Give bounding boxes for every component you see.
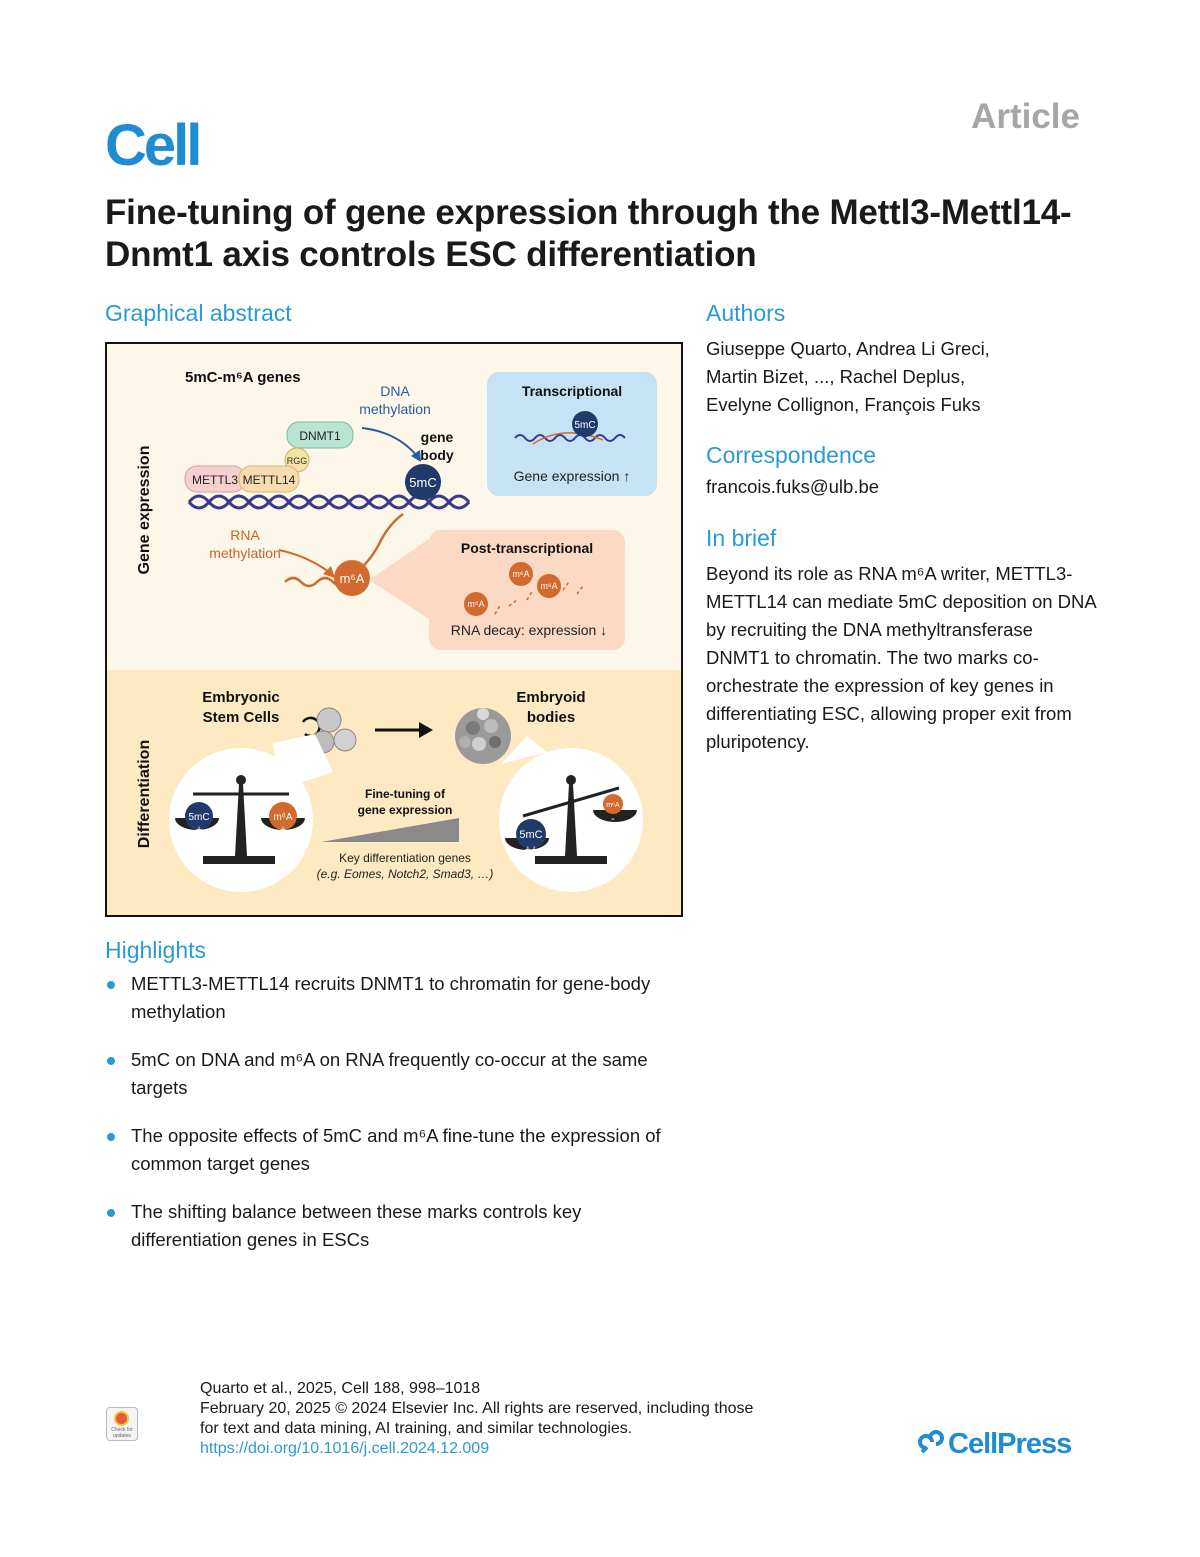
transcriptional-box bbox=[487, 372, 657, 496]
svg-text:DNMT1: DNMT1 bbox=[299, 429, 341, 443]
panel-title: 5mC-m⁶A genes bbox=[185, 369, 301, 386]
gene-body-label: gene bbox=[421, 429, 454, 445]
side-label-gene-expression: Gene expression bbox=[136, 446, 153, 575]
bullet-icon bbox=[107, 1133, 115, 1141]
mettl14-protein bbox=[238, 465, 300, 493]
dna-methylation-arrow bbox=[361, 427, 418, 457]
post-transcriptional-box bbox=[429, 530, 625, 650]
scale-right-m6a bbox=[603, 794, 623, 814]
citation: Quarto et al., 2025, Cell 188, 998–1018 bbox=[200, 1380, 481, 1397]
svg-text:Stem Cells: Stem Cells bbox=[203, 709, 280, 726]
embryoid-body bbox=[455, 708, 511, 764]
graphical-abstract: Gene expression Differentiation 5mC-m⁶A … bbox=[105, 342, 683, 917]
svg-text:5mC: 5mC bbox=[409, 475, 436, 490]
mark-m6a bbox=[334, 560, 370, 596]
check-for-updates-badge[interactable]: Check for updates bbox=[106, 1407, 138, 1441]
svg-text:5mC: 5mC bbox=[188, 812, 209, 823]
svg-text:m⁶A: m⁶A bbox=[340, 571, 365, 586]
key-genes-examples: (e.g. Eomes, Notch2, Smad3, …) bbox=[317, 867, 494, 881]
list-item: The shifting balance between these marks… bbox=[105, 1198, 675, 1254]
svg-text:Embryonic: Embryonic bbox=[202, 689, 280, 706]
list-item: The opposite effects of 5mC and m⁶A fine… bbox=[105, 1122, 675, 1178]
svg-text:Transcriptional: Transcriptional bbox=[522, 383, 622, 399]
svg-text:+: + bbox=[280, 824, 286, 836]
correspondence-heading: Correspondence bbox=[706, 442, 877, 468]
authors-list: Giuseppe Quarto, Andrea Li Greci, Martin… bbox=[706, 338, 990, 415]
gradient-wedge bbox=[321, 818, 459, 842]
key-genes-label: Key differentiation genes bbox=[339, 851, 471, 865]
cellpress-icon bbox=[918, 1430, 944, 1454]
dnmt1-protein bbox=[286, 421, 354, 449]
gene-expression-up: Gene expression ↑ bbox=[514, 468, 631, 484]
scale-left-m6a bbox=[269, 802, 297, 830]
page-title: Fine-tuning of gene expression through t… bbox=[105, 193, 1072, 274]
svg-text:m⁶A: m⁶A bbox=[606, 802, 620, 809]
in-brief-heading: In brief bbox=[706, 525, 777, 551]
svg-text:m⁶A: m⁶A bbox=[540, 581, 557, 591]
in-brief-text: Beyond its role as RNA m⁶A writer, METTL… bbox=[706, 563, 1096, 752]
svg-text:gene expression: gene expression bbox=[358, 803, 453, 817]
svg-text:m⁶A: m⁶A bbox=[512, 569, 529, 579]
rna-methylation-label: RNA bbox=[230, 527, 260, 543]
svg-text:++: ++ bbox=[525, 844, 538, 856]
svg-text:Post-transcriptional: Post-transcriptional bbox=[461, 540, 593, 556]
citation-footer: Quarto et al., 2025, Cell 188, 998–1018 … bbox=[200, 1379, 840, 1459]
svg-text:Fine-tuning of: Fine-tuning of bbox=[365, 787, 446, 801]
mark-5mc bbox=[405, 464, 441, 500]
svg-text:METTL14: METTL14 bbox=[243, 473, 296, 487]
svg-text:+: + bbox=[196, 824, 202, 836]
svg-text:methylation: methylation bbox=[209, 545, 281, 561]
highlights-list: METTL3-METTL14 recruits DNMT1 to chromat… bbox=[105, 970, 675, 1274]
graphical-abstract-heading: Graphical abstract bbox=[105, 300, 292, 326]
svg-text:-: - bbox=[611, 813, 615, 825]
bullet-icon bbox=[107, 1209, 115, 1217]
copyright-line-2: for text and data mining, AI training, a… bbox=[200, 1420, 633, 1437]
svg-text:Embryoid: Embryoid bbox=[516, 689, 585, 706]
gene-body-label-2: body bbox=[420, 447, 454, 463]
scale-left-5mc bbox=[185, 802, 213, 830]
svg-text:bodies: bodies bbox=[527, 709, 575, 726]
side-label-differentiation: Differentiation bbox=[136, 740, 153, 848]
esc-cells bbox=[316, 707, 342, 733]
svg-text:METTL3: METTL3 bbox=[192, 473, 238, 487]
scale-right-5mc bbox=[516, 819, 546, 849]
list-item: METTL3-METTL14 recruits DNMT1 to chromat… bbox=[105, 970, 675, 1026]
bullet-icon bbox=[107, 981, 115, 989]
svg-text:5mC: 5mC bbox=[519, 829, 542, 841]
check-updates-icon bbox=[114, 1411, 129, 1426]
svg-text:RGG: RGG bbox=[287, 456, 308, 466]
dna-methylation-label-2: methylation bbox=[359, 401, 431, 417]
highlights-heading: Highlights bbox=[105, 937, 206, 963]
article-type: Article bbox=[971, 97, 1080, 136]
rna-decay-label: RNA decay: expression ↓ bbox=[451, 622, 607, 638]
svg-text:5mC: 5mC bbox=[574, 420, 595, 431]
authors-heading: Authors bbox=[706, 300, 786, 326]
journal-logo: Cell bbox=[105, 113, 202, 178]
svg-text:m⁶A: m⁶A bbox=[467, 599, 484, 609]
copyright-line: February 20, 2025 © 2024 Elsevier Inc. A… bbox=[200, 1400, 754, 1417]
list-item: 5mC on DNA and m⁶A on RNA frequently co-… bbox=[105, 1046, 675, 1102]
bullet-icon bbox=[107, 1057, 115, 1065]
rna-methylation-arrow bbox=[278, 549, 330, 573]
dna-methylation-label: DNA bbox=[380, 383, 410, 399]
correspondence-email[interactable]: francois.fuks@ulb.be bbox=[706, 476, 880, 497]
publisher-logo: CellPress bbox=[918, 1428, 1072, 1461]
svg-text:m⁶A: m⁶A bbox=[273, 812, 292, 823]
doi-link[interactable]: https://doi.org/10.1016/j.cell.2024.12.0… bbox=[200, 1440, 490, 1457]
